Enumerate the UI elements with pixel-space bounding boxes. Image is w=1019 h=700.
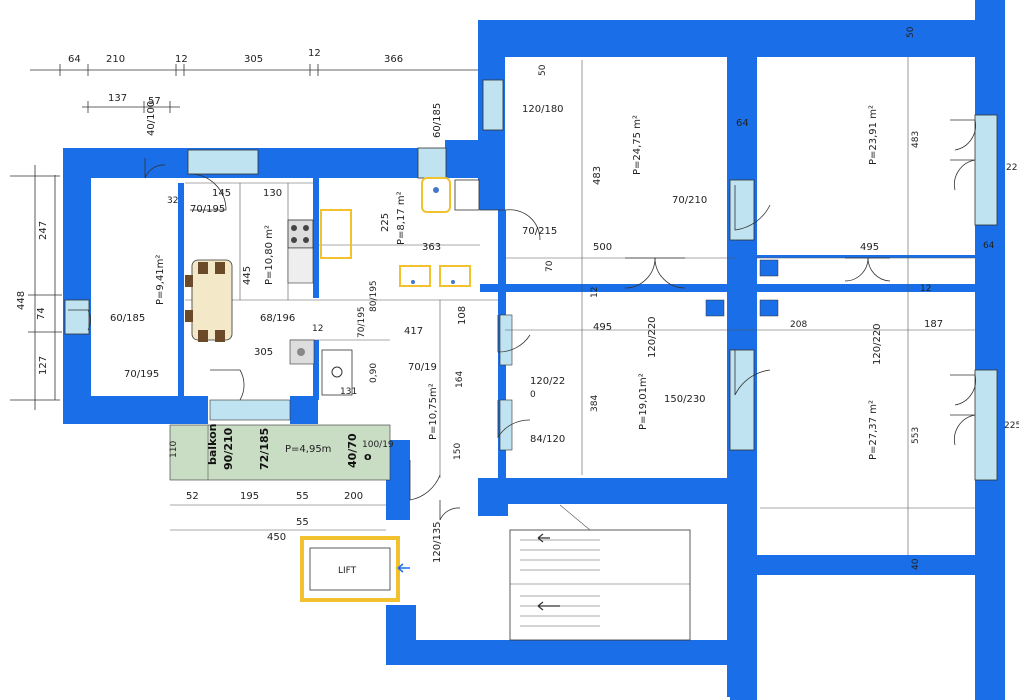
label-52: 52 <box>186 491 199 502</box>
label-131: 131 <box>340 387 357 397</box>
label-64b: 64 <box>983 241 995 251</box>
label-0: 0 <box>530 390 536 400</box>
label-445: 445 <box>242 266 253 285</box>
label-110: 110 <box>169 441 179 458</box>
dim-366: 366 <box>384 54 403 65</box>
left-dimension-lines <box>10 165 62 410</box>
label-208: 208 <box>790 320 807 330</box>
label-o: o <box>364 450 372 463</box>
label-120-220a: 120/220 <box>647 316 658 358</box>
label-417: 417 <box>404 326 423 337</box>
label-553: 553 <box>911 427 921 444</box>
label-305: 305 <box>254 347 273 358</box>
label-32: 32 <box>167 196 178 206</box>
label-40: 40 <box>911 558 921 570</box>
label-22: 22 <box>1006 163 1017 173</box>
dim-127: 127 <box>38 356 49 375</box>
kitchen-fixtures <box>185 219 315 365</box>
dim-74: 74 <box>36 307 47 320</box>
area-room-mid-bottom: P=19,01m² <box>638 373 649 430</box>
label-120-220b: 120/220 <box>872 323 883 365</box>
label-483a: 483 <box>592 166 603 185</box>
dim-64: 64 <box>68 54 81 65</box>
label-12c: 12 <box>920 284 931 294</box>
label-84-120: 84/120 <box>530 434 565 445</box>
label-70-210: 70/210 <box>672 195 707 206</box>
label-12a: 12 <box>312 324 323 334</box>
dim-247: 247 <box>38 221 49 240</box>
label-70: 70 <box>545 260 555 272</box>
label-0-90: 0,90 <box>369 363 379 383</box>
label-100-19: 100/19 <box>362 440 394 450</box>
label-108: 108 <box>457 306 468 325</box>
label-384: 384 <box>590 395 600 412</box>
label-120-22: 120/22 <box>530 376 565 387</box>
label-64: 64 <box>736 118 749 129</box>
label-70-195a: 70/195 <box>190 204 225 215</box>
label-164: 164 <box>455 371 465 388</box>
label-60-185-top: 60/185 <box>432 103 443 138</box>
label-120-180: 120/180 <box>522 104 564 115</box>
label-72-185: 72/185 <box>258 428 271 470</box>
radiators <box>268 152 779 317</box>
top-dimension-lines <box>30 64 490 113</box>
balcony-area <box>169 424 391 481</box>
dim-12b: 12 <box>308 48 321 59</box>
measurement-labels: 145 130 32 70/195 60/185 120/180 50 225 … <box>110 26 1019 570</box>
windows <box>64 79 998 481</box>
label-495a: 495 <box>593 322 612 333</box>
label-70-215: 70/215 <box>522 226 557 237</box>
label-80-195: 80/195 <box>369 280 379 312</box>
label-495b: 495 <box>860 242 879 253</box>
label-balkon: balkon <box>206 424 219 465</box>
dim-305: 305 <box>244 54 263 65</box>
area-room-right-top: P=23,91 m² <box>868 105 879 165</box>
label-50r: 50 <box>906 26 916 38</box>
label-150-230: 150/230 <box>664 394 706 405</box>
label-500: 500 <box>593 242 612 253</box>
area-balcony: P=4,95m <box>285 444 331 455</box>
area-room-hall: P=10,75m² <box>428 383 439 440</box>
label-225: 225 <box>380 213 391 232</box>
area-room-left: P=9,41m² <box>155 255 166 305</box>
label-150: 150 <box>453 443 463 460</box>
label-55b: 55 <box>296 517 309 528</box>
label-200: 200 <box>344 491 363 502</box>
area-room-kitchen: P=10,80 m² <box>264 225 275 285</box>
label-50-top: 50 <box>538 64 548 76</box>
bath-fixtures <box>320 177 480 396</box>
label-68-196: 68/196 <box>260 313 295 324</box>
label-55a: 55 <box>296 491 309 502</box>
dim-12a: 12 <box>175 54 188 65</box>
label-195: 195 <box>240 491 259 502</box>
label-225r: 225 <box>1004 421 1019 431</box>
label-12b: 12 <box>590 287 600 298</box>
area-room-bath: P=8,17 m² <box>396 191 407 245</box>
label-40-70: 40/70 <box>346 433 359 468</box>
label-363: 363 <box>422 242 441 253</box>
dim-40-100: 40/100 <box>146 101 157 136</box>
label-90-210: 90/210 <box>222 427 235 470</box>
label-450: 450 <box>267 532 286 543</box>
lift-label: LIFT <box>338 566 357 576</box>
label-145: 145 <box>212 188 231 199</box>
area-room-mid-top: P=24,75 m² <box>632 115 643 175</box>
label-187: 187 <box>924 319 943 330</box>
label-483b: 483 <box>911 131 921 148</box>
dim-210: 210 <box>106 54 125 65</box>
lift <box>300 536 410 602</box>
staircase <box>509 504 691 641</box>
label-120-135: 120/135 <box>432 521 443 563</box>
doors <box>68 119 976 521</box>
label-70-195c: 70/195 <box>124 369 159 380</box>
label-70-19: 70/19 <box>408 362 437 373</box>
dim-137: 137 <box>108 93 127 104</box>
dim-57: 57 <box>148 96 161 107</box>
area-room-right-bottom: P=27,37 m² <box>868 400 879 460</box>
label-70-195b: 70/195 <box>357 306 367 338</box>
label-130: 130 <box>263 188 282 199</box>
label-60-185-left: 60/185 <box>110 313 145 324</box>
dim-448: 448 <box>16 291 27 310</box>
